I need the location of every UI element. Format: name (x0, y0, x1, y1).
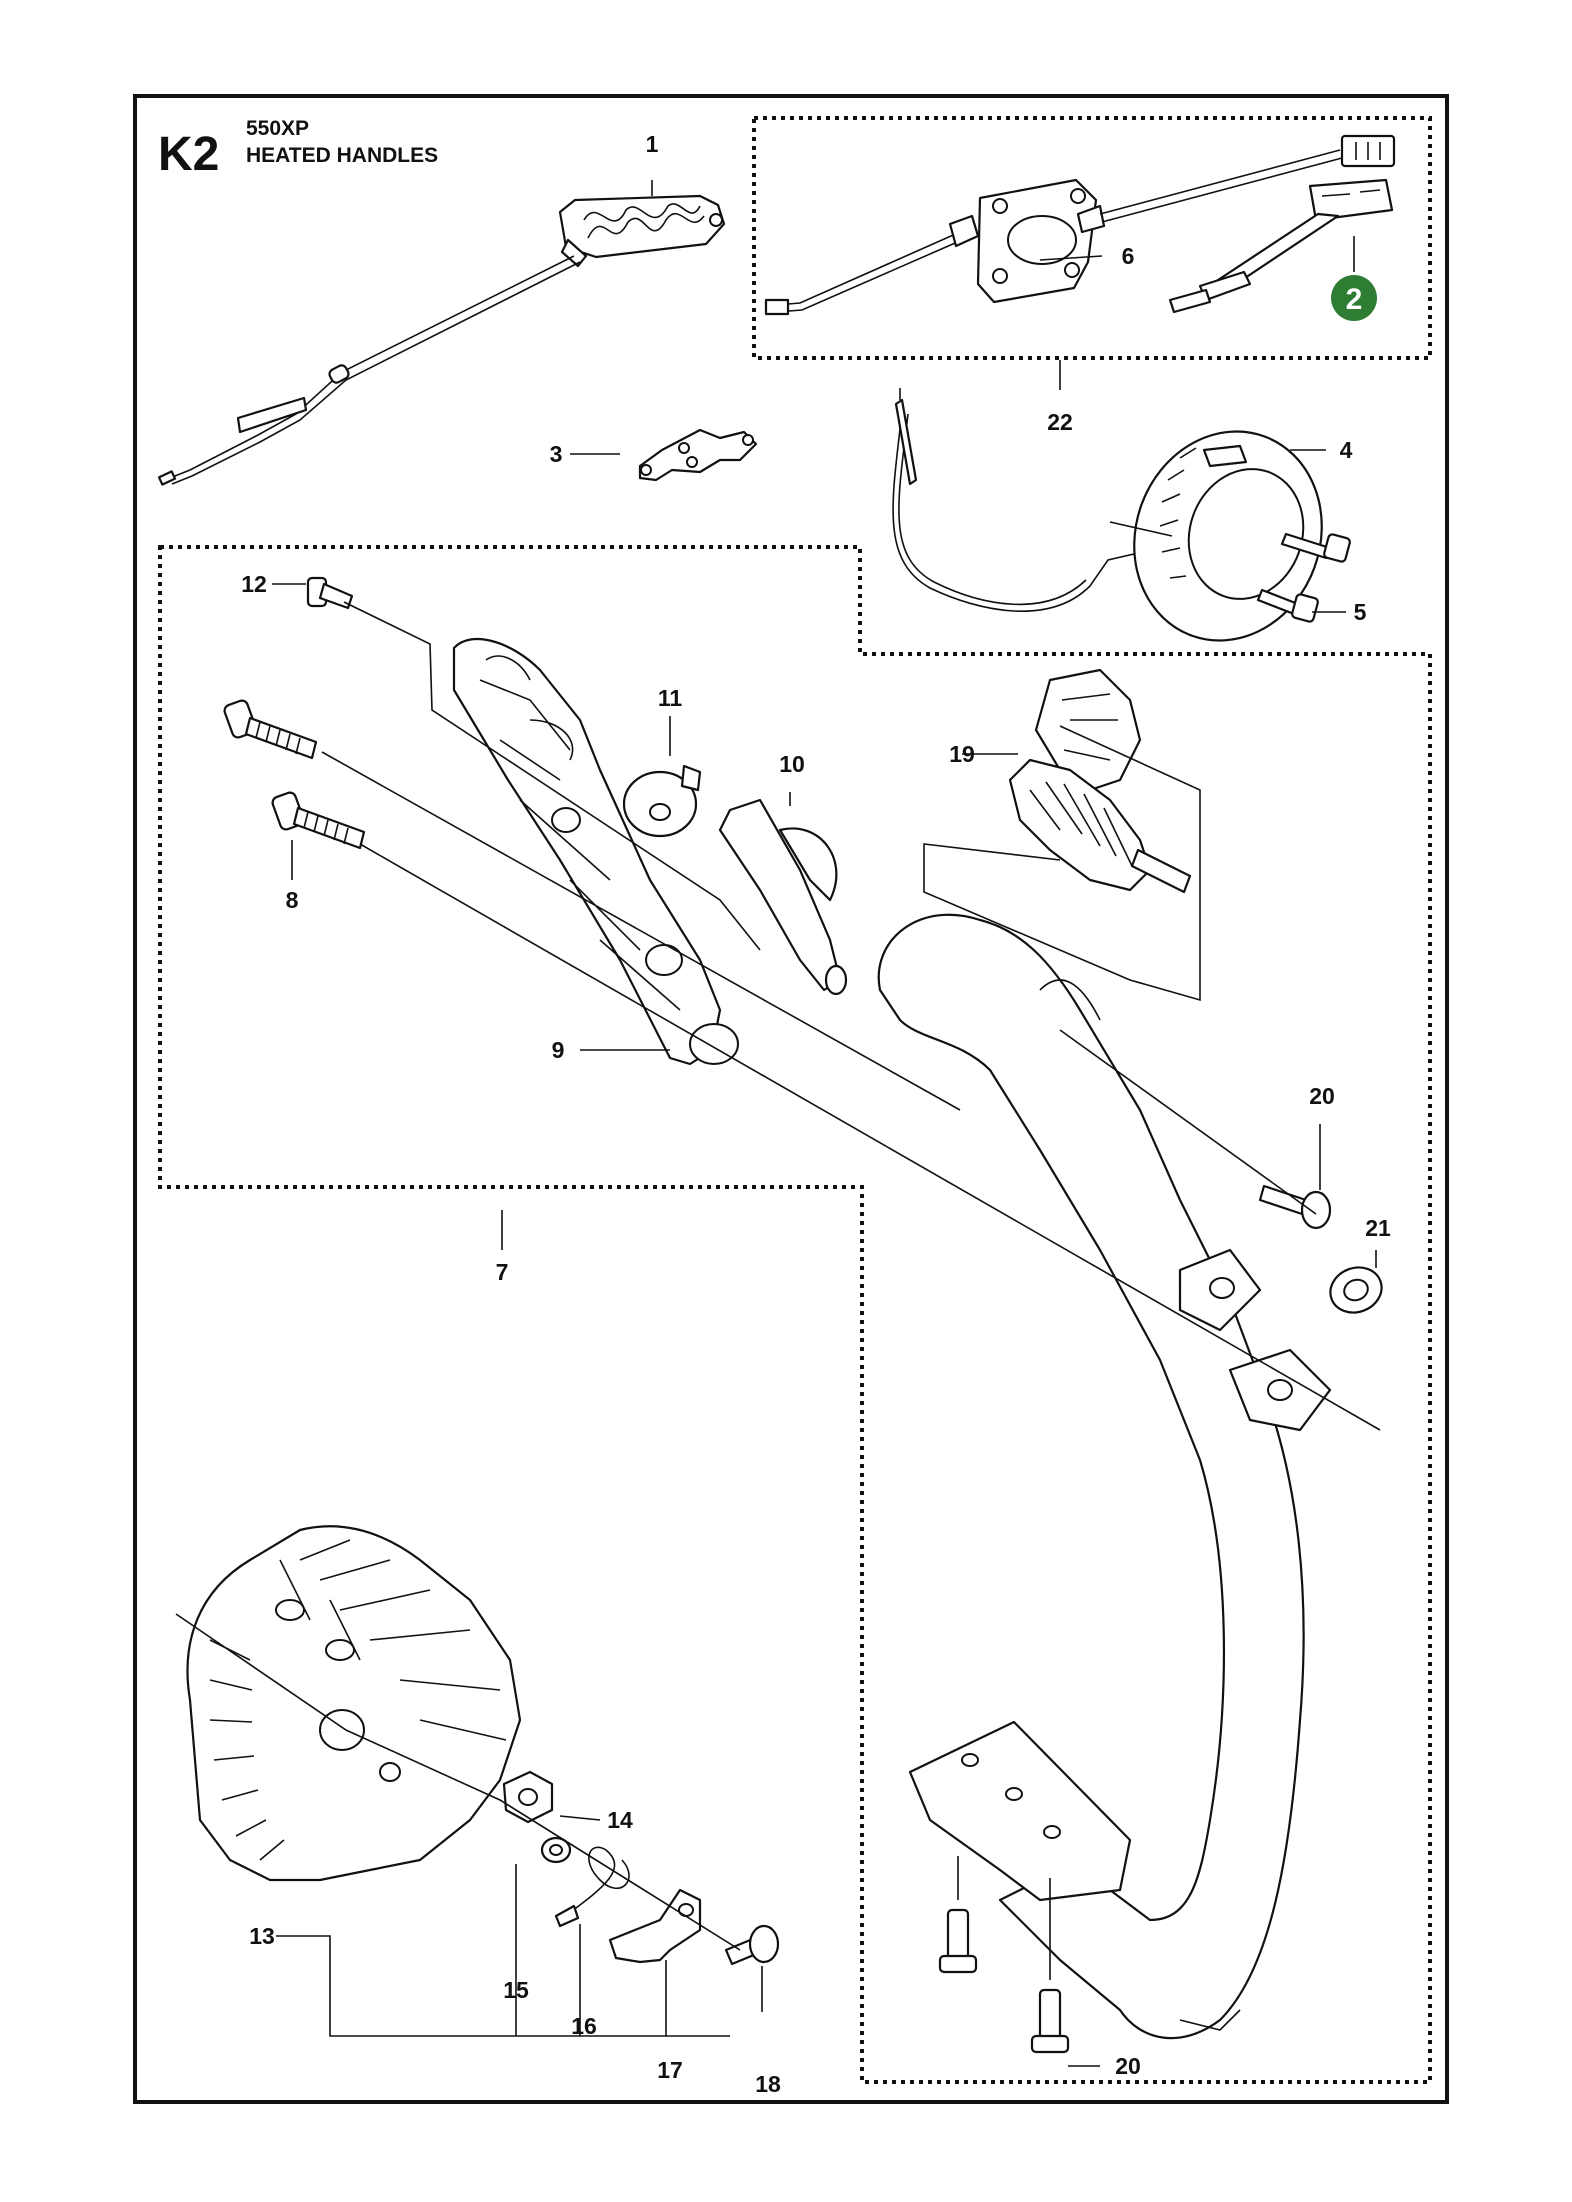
part-5-screws (1256, 532, 1351, 623)
part-6-gasket-cable-set (764, 134, 1396, 316)
callout-5: 5 (1354, 599, 1367, 625)
callout-16: 16 (571, 2013, 597, 2039)
handle-foot-plate (908, 1720, 1132, 1902)
section-code: K2 (158, 128, 219, 181)
page-frame (133, 94, 1449, 2104)
handle-group-7-box (158, 545, 1432, 2084)
callout-21: 21 (1365, 1215, 1391, 1241)
callout-2: 2 (1346, 283, 1363, 316)
part-20-upper-screw (1258, 1184, 1332, 1230)
callout-13: 13 (249, 1923, 275, 1949)
callout-18: 18 (755, 2071, 781, 2097)
badge-circle (1331, 275, 1377, 321)
callout-17: 17 (657, 2057, 683, 2083)
part-1-heating-element (157, 194, 726, 486)
callout-12: 12 (241, 571, 267, 597)
callout-4: 4 (1340, 437, 1353, 463)
callout-7: 7 (496, 1259, 509, 1285)
callout-6: 6 (1122, 243, 1135, 269)
part-3-bracket (638, 428, 758, 482)
callout-20-lower: 20 (1115, 2053, 1141, 2079)
badge-2: 2 (1331, 275, 1377, 321)
part-10-lever (718, 798, 848, 996)
callout-15: 15 (503, 1977, 529, 2003)
callout-10: 10 (779, 751, 805, 777)
part-13-flywheel (186, 1525, 522, 1882)
part-11-buffer (622, 764, 702, 838)
part-20-lower-screws (938, 1908, 1070, 2054)
part-16-spring (554, 1846, 630, 1928)
part-2-heating-element-connector (1168, 178, 1394, 314)
callout-labels: 1 3 4 5 6 22 12 11 10 19 8 9 20 21 7 14 … (241, 131, 1391, 2097)
diagram-title: HEATED HANDLES (246, 144, 438, 167)
callout-14: 14 (607, 1807, 633, 1833)
model-number: 550XP (246, 117, 309, 140)
part-19-av-spring (1008, 668, 1192, 894)
callout-20-upper: 20 (1309, 1083, 1335, 1109)
part-14-nut (502, 1770, 554, 1824)
handle-bar (877, 913, 1332, 2040)
callout-8: 8 (286, 887, 299, 913)
part-9-handle-bracket (452, 637, 739, 1066)
callout-3: 3 (550, 441, 563, 467)
part-18-screw (724, 1924, 780, 1966)
part-15-washer (540, 1836, 572, 1864)
callout-19: 19 (949, 741, 975, 767)
callout-1: 1 (646, 131, 659, 157)
part-17-pawl (608, 1888, 702, 1964)
callout-22: 22 (1047, 409, 1073, 435)
leader-lines (175, 180, 1381, 2067)
part-8-screws (223, 699, 366, 850)
callout-11: 11 (658, 685, 683, 711)
part-4-heating-ring (892, 388, 1323, 642)
callout-9: 9 (552, 1037, 565, 1063)
header-block: K2 550XP HEATED HANDLES (158, 117, 438, 181)
part-21-washer (1329, 1266, 1383, 1314)
kit-22-box (752, 116, 1432, 360)
